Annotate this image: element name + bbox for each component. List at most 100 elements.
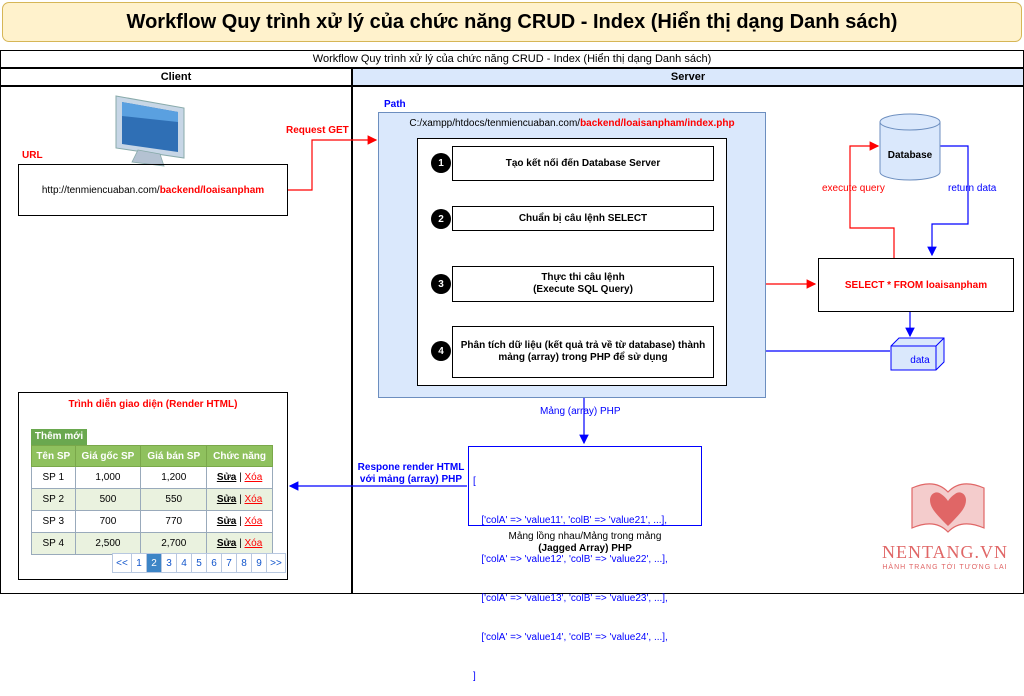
action-separator: | <box>239 494 242 505</box>
product-table: Tên SP Giá gốc SP Giá bán SP Chức năng S… <box>31 445 273 555</box>
response-label-line2: với mảng (array) PHP <box>359 474 463 485</box>
url-label: URL <box>22 150 43 161</box>
column-header: Tên SP <box>31 445 76 467</box>
array-line: ['colA' => 'value11', 'colB' => 'value21… <box>473 515 668 526</box>
url-highlight: backend/loaisanpham <box>159 184 265 196</box>
action-separator: | <box>239 516 242 527</box>
database-cylinder <box>879 113 941 181</box>
page-9[interactable]: 9 <box>251 553 267 573</box>
database-label: Database <box>887 150 933 161</box>
edit-link[interactable]: Sửa <box>216 516 237 527</box>
url-prefix: http://tenmiencuaban.com/ <box>41 184 160 196</box>
render-panel: Trình diễn giao diện (Render HTML) Thêm … <box>18 392 288 580</box>
base-price-cell: 2,500 <box>74 532 142 555</box>
step-3: Thực thi câu lệnh (Execute SQL Query) <box>452 266 714 302</box>
request-label: Request GET <box>286 125 349 136</box>
array-caption-line1: Mảng lồng nhau/Mảng trong mảng <box>508 531 662 542</box>
table-header-row: Tên SP Giá gốc SP Giá bán SP Chức năng <box>31 445 273 467</box>
response-label: Respone render HTML với mảng (array) PHP <box>357 462 465 486</box>
actions-cell: Sửa | Xóa <box>206 532 273 555</box>
column-header: Giá bán SP <box>140 445 208 467</box>
table-row: SP 4 2,500 2,700 Sửa | Xóa <box>31 532 273 555</box>
path-prefix: C:/xampp/htdocs/tenmiencuaban.com/ <box>409 118 581 129</box>
step-4-badge: 4 <box>431 341 451 361</box>
page-4[interactable]: 4 <box>176 553 192 573</box>
client-lane-header: Client <box>0 68 352 86</box>
step-1-badge: 1 <box>431 153 451 173</box>
action-separator: | <box>239 472 242 483</box>
edit-link[interactable]: Sửa <box>216 538 237 549</box>
array-caption: Mảng lồng nhau/Mảng trong mảng (Jagged A… <box>468 531 702 555</box>
execute-query-arrow <box>849 141 895 258</box>
table-row: SP 1 1,000 1,200 Sửa | Xóa <box>31 466 273 489</box>
delete-link[interactable]: Xóa <box>244 516 263 527</box>
array-line: ['colA' => 'value14', 'colB' => 'value24… <box>473 632 668 643</box>
base-price-cell: 500 <box>74 488 142 511</box>
array-line: [ <box>473 476 476 487</box>
page-8[interactable]: 8 <box>236 553 252 573</box>
page-3[interactable]: 3 <box>161 553 177 573</box>
table-row: SP 3 700 770 Sửa | Xóa <box>31 510 273 533</box>
actions-cell: Sửa | Xóa <box>206 510 273 533</box>
data-label: data <box>910 355 930 366</box>
banner-title: Workflow Quy trình xử lý của chức năng C… <box>2 2 1022 42</box>
column-header: Chức năng <box>206 445 273 467</box>
url-box: http://tenmiencuaban.com/backend/loaisan… <box>18 164 288 216</box>
page-next[interactable]: >> <box>266 553 286 573</box>
sale-price-cell: 550 <box>140 488 208 511</box>
product-name-cell: SP 3 <box>31 510 76 533</box>
base-price-cell: 1,000 <box>74 466 142 489</box>
page-1[interactable]: 1 <box>131 553 147 573</box>
sql-query-box: SELECT * FROM loaisanpham <box>818 258 1014 312</box>
product-name-cell: SP 1 <box>31 466 76 489</box>
base-price-cell: 700 <box>74 510 142 533</box>
array-box: [ ['colA' => 'value11', 'colB' => 'value… <box>468 446 702 682</box>
logo-name: NENTANG.VN <box>881 542 1009 562</box>
sale-price-cell: 1,200 <box>140 466 208 489</box>
array-line: ] <box>473 671 476 682</box>
delete-link[interactable]: Xóa <box>244 538 263 549</box>
array-caption-line2: (Jagged Array) PHP <box>538 543 632 554</box>
return-data-arrow <box>927 145 969 257</box>
edit-link[interactable]: Sửa <box>216 494 237 505</box>
product-name-cell: SP 4 <box>31 532 76 555</box>
path-text: C:/xampp/htdocs/tenmiencuaban.com/backen… <box>378 118 766 129</box>
render-title: Trình diễn giao diện (Render HTML) <box>68 399 238 410</box>
page-2[interactable]: 2 <box>146 553 162 573</box>
pagination: << 1 2 3 4 5 6 7 8 9 >> <box>112 553 286 573</box>
return-data-label: return data <box>948 183 997 194</box>
action-separator: | <box>239 538 242 549</box>
path-highlight: backend/loaisanpham/index.php <box>580 118 735 129</box>
delete-link[interactable]: Xóa <box>244 472 263 483</box>
sale-price-cell: 2,700 <box>140 532 208 555</box>
page-5[interactable]: 5 <box>191 553 207 573</box>
path-label: Path <box>384 99 406 110</box>
table-row: SP 2 500 550 Sửa | Xóa <box>31 488 273 511</box>
edit-link[interactable]: Sửa <box>216 472 237 483</box>
array-flow-label: Mảng (array) PHP <box>540 406 621 417</box>
page-prev[interactable]: << <box>112 553 132 573</box>
actions-cell: Sửa | Xóa <box>206 466 273 489</box>
delete-link[interactable]: Xóa <box>244 494 263 505</box>
request-arrow <box>288 135 378 191</box>
actions-cell: Sửa | Xóa <box>206 488 273 511</box>
server-lane-header: Server <box>352 68 1024 86</box>
step-1: Tạo kết nối đến Database Server <box>452 146 714 181</box>
response-label-line1: Respone render HTML <box>357 462 465 473</box>
product-name-cell: SP 2 <box>31 488 76 511</box>
step-3-badge: 3 <box>431 274 451 294</box>
computer-monitor-icon <box>115 95 185 167</box>
data-cube <box>890 337 945 371</box>
array-line: ['colA' => 'value12', 'colB' => 'value22… <box>473 554 668 565</box>
step-2-badge: 2 <box>431 209 451 229</box>
step-2: Chuẩn bị câu lệnh SELECT <box>452 206 714 231</box>
execute-query-label: execute query <box>822 183 885 194</box>
step-4: Phân tích dữ liệu (kết quả trả về từ dat… <box>452 326 714 378</box>
page-6[interactable]: 6 <box>206 553 222 573</box>
logo-tagline: HÀNH TRANG TỚI TƯƠNG LAI <box>882 564 1008 571</box>
column-header: Giá gốc SP <box>74 445 142 467</box>
add-new-button[interactable]: Thêm mới <box>31 429 87 445</box>
sale-price-cell: 770 <box>140 510 208 533</box>
logo-book-icon <box>911 483 985 533</box>
page-7[interactable]: 7 <box>221 553 237 573</box>
